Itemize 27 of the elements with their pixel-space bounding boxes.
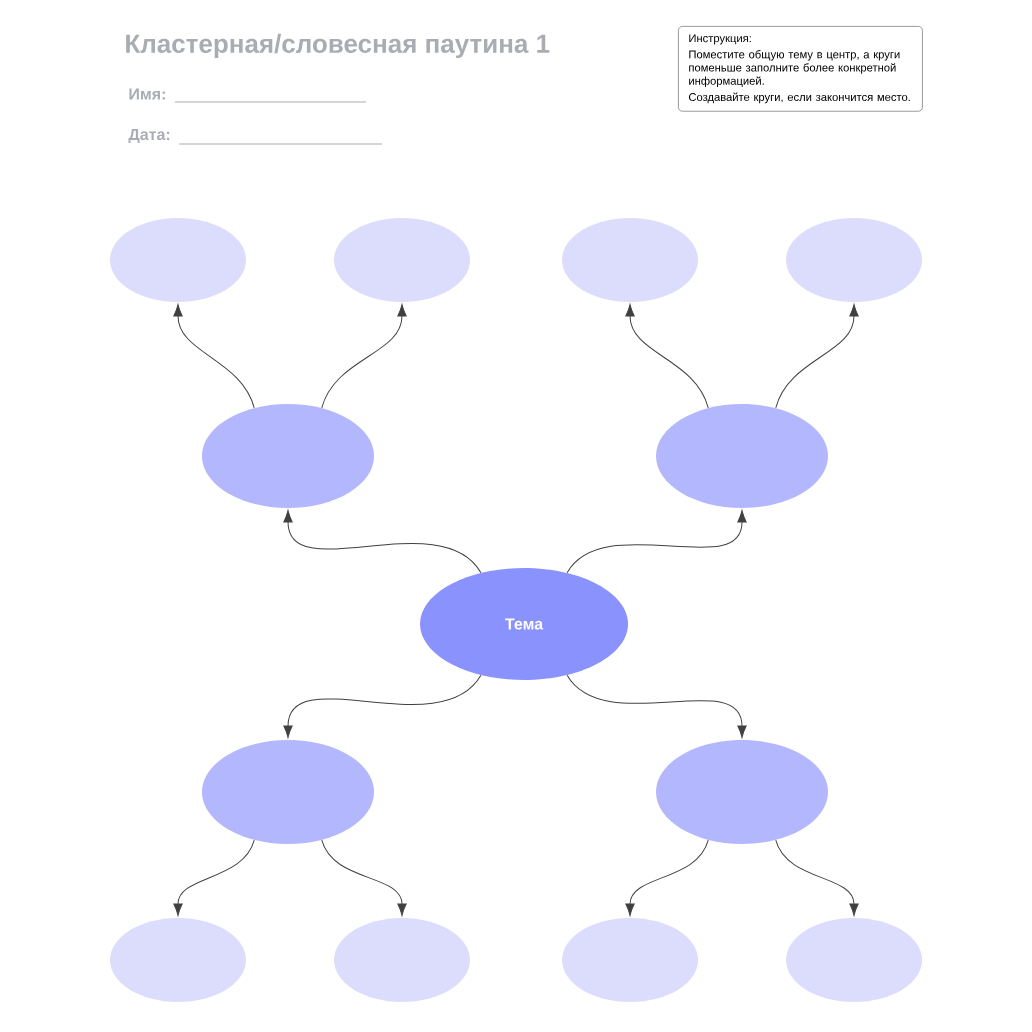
bubble-ellipse bbox=[202, 740, 374, 844]
arrow bbox=[625, 839, 709, 916]
bubble-ellipse bbox=[786, 218, 922, 302]
arrow bbox=[321, 839, 407, 916]
bubble-ellipse bbox=[656, 404, 828, 508]
bubble-ellipse bbox=[110, 218, 246, 302]
field-label: Имя: bbox=[129, 88, 165, 100]
arrow bbox=[283, 510, 482, 574]
bubble-ellipse bbox=[334, 218, 470, 302]
field-label: Дата: bbox=[128, 128, 170, 144]
arrow bbox=[775, 304, 859, 409]
bubble-ellipse bbox=[786, 918, 922, 1002]
bubble-ellipse bbox=[562, 918, 698, 1002]
bubble-ellipse bbox=[202, 404, 374, 508]
title: Кластерная/словесная паутина 1 bbox=[126, 33, 550, 59]
bubble-ellipse bbox=[656, 740, 828, 844]
arrow bbox=[283, 674, 482, 738]
arrow bbox=[173, 839, 255, 916]
arrow bbox=[321, 304, 407, 409]
arrow bbox=[625, 304, 709, 409]
bubble-ellipse bbox=[562, 218, 698, 302]
arrow bbox=[173, 304, 255, 409]
bubble-ellipse bbox=[110, 918, 246, 1002]
arrow bbox=[566, 674, 747, 738]
arrow bbox=[566, 510, 747, 574]
arrow bbox=[775, 839, 859, 916]
bubble-ellipse bbox=[334, 918, 470, 1002]
